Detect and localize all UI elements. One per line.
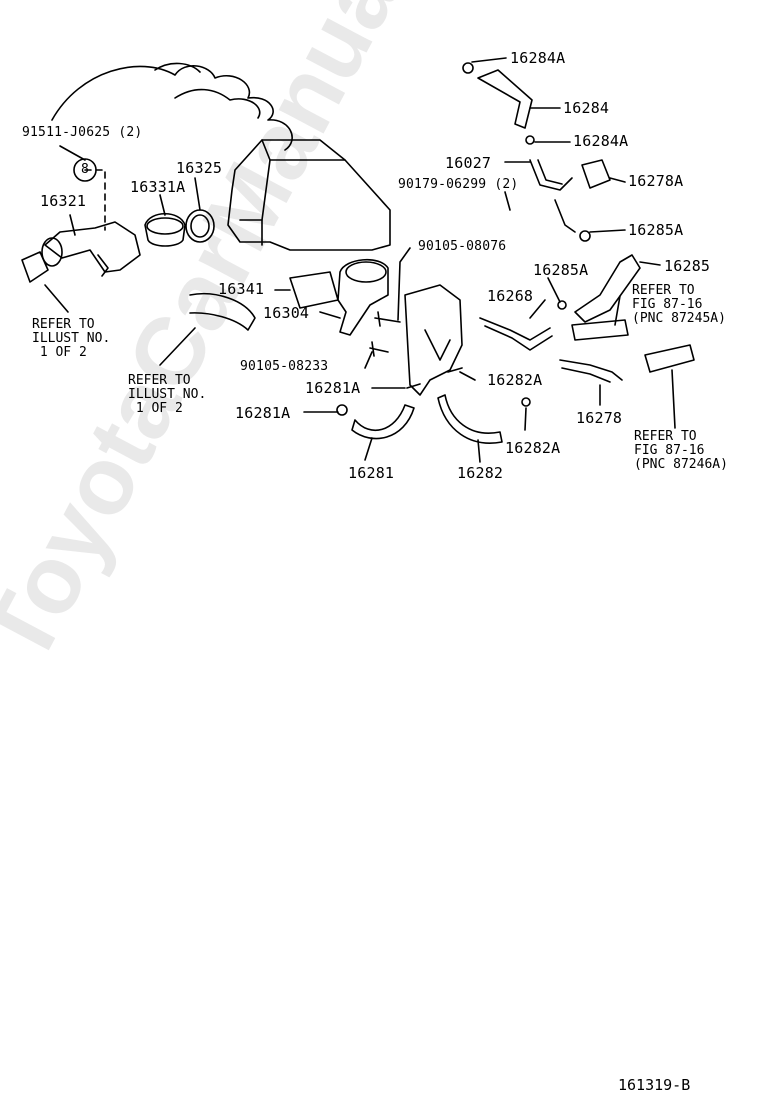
label-16278A: 16278A xyxy=(628,172,684,190)
hose-mid xyxy=(189,293,256,331)
refer-left-line-2: ILLUST NO. xyxy=(32,331,111,346)
label-90179: 90179-06299 (2) xyxy=(398,177,519,192)
label-90105-08076: 90105-08076 xyxy=(418,239,507,254)
label-16285: 16285 xyxy=(664,257,711,275)
label-16282A-a: 16282A xyxy=(487,371,543,389)
water-outlet-16304 xyxy=(337,258,389,336)
label-16284: 16284 xyxy=(563,99,610,117)
label-16284A-mid: 16284A xyxy=(573,132,629,150)
label-91511: 91511-J0625 (2) xyxy=(22,125,143,140)
hose-16284 xyxy=(477,69,533,129)
figure-code: 161319-B xyxy=(618,1076,691,1094)
label-16278: 16278 xyxy=(576,409,623,427)
refer-right-top-line-1: REFER TO xyxy=(632,283,695,298)
label-16281A-a: 16281A xyxy=(305,379,361,397)
thermostat-16331A xyxy=(144,212,186,247)
water-inlet-16321 xyxy=(44,221,141,273)
gasket-16325 xyxy=(185,209,215,243)
label-16281: 16281 xyxy=(348,464,395,482)
label-16281A-b: 16281A xyxy=(235,404,291,422)
pipe-16268 xyxy=(479,317,553,351)
valve-cover xyxy=(227,139,391,251)
refer-left-line-3: 1 OF 2 xyxy=(32,345,87,360)
refer-mid-line-2: ILLUST NO. xyxy=(128,387,207,402)
label-16321: 16321 xyxy=(40,192,87,210)
refer-left-line-1: REFER TO xyxy=(32,317,95,332)
radiator-hose-left xyxy=(21,251,49,283)
egr-valve-body xyxy=(404,284,463,396)
gasket-16278A xyxy=(581,159,611,189)
refer-right-bottom-line-1: REFER TO xyxy=(634,429,697,444)
refer-right-bottom-line-2: FIG 87-16 xyxy=(634,443,705,458)
refer-right-top-line-3: (PNC 87245A) xyxy=(632,311,726,326)
label-16284A-top: 16284A xyxy=(510,49,566,67)
label-16331A: 16331A xyxy=(130,178,186,196)
hose-16285 xyxy=(574,254,641,323)
label-16027: 16027 xyxy=(445,154,492,172)
hose-16282 xyxy=(437,394,503,444)
bolt-mark: 8 xyxy=(81,162,90,177)
label-16268: 16268 xyxy=(487,287,534,305)
label-16304: 16304 xyxy=(263,304,310,322)
refer-mid-line-1: REFER TO xyxy=(128,373,191,388)
refer-right-top-line-2: FIG 87-16 xyxy=(632,297,703,312)
engine-outline xyxy=(51,65,293,151)
refer-right-bottom-line-3: (PNC 87246A) xyxy=(634,457,728,472)
bolt-91511 xyxy=(73,158,97,182)
hose-16281 xyxy=(351,404,415,440)
label-16282: 16282 xyxy=(457,464,504,482)
pipe-16027 xyxy=(529,159,573,191)
label-16282A-b: 16282A xyxy=(505,439,561,457)
gasket-16341 xyxy=(289,271,339,309)
label-90105-08233: 90105-08233 xyxy=(240,359,329,374)
label-16285A-mid: 16285A xyxy=(533,261,589,279)
label-16285A-right: 16285A xyxy=(628,221,684,239)
refer-mid-line-3: 1 OF 2 xyxy=(128,401,183,416)
label-16325: 16325 xyxy=(176,159,223,177)
pipe-16278 xyxy=(559,359,623,383)
label-16341: 16341 xyxy=(218,280,265,298)
